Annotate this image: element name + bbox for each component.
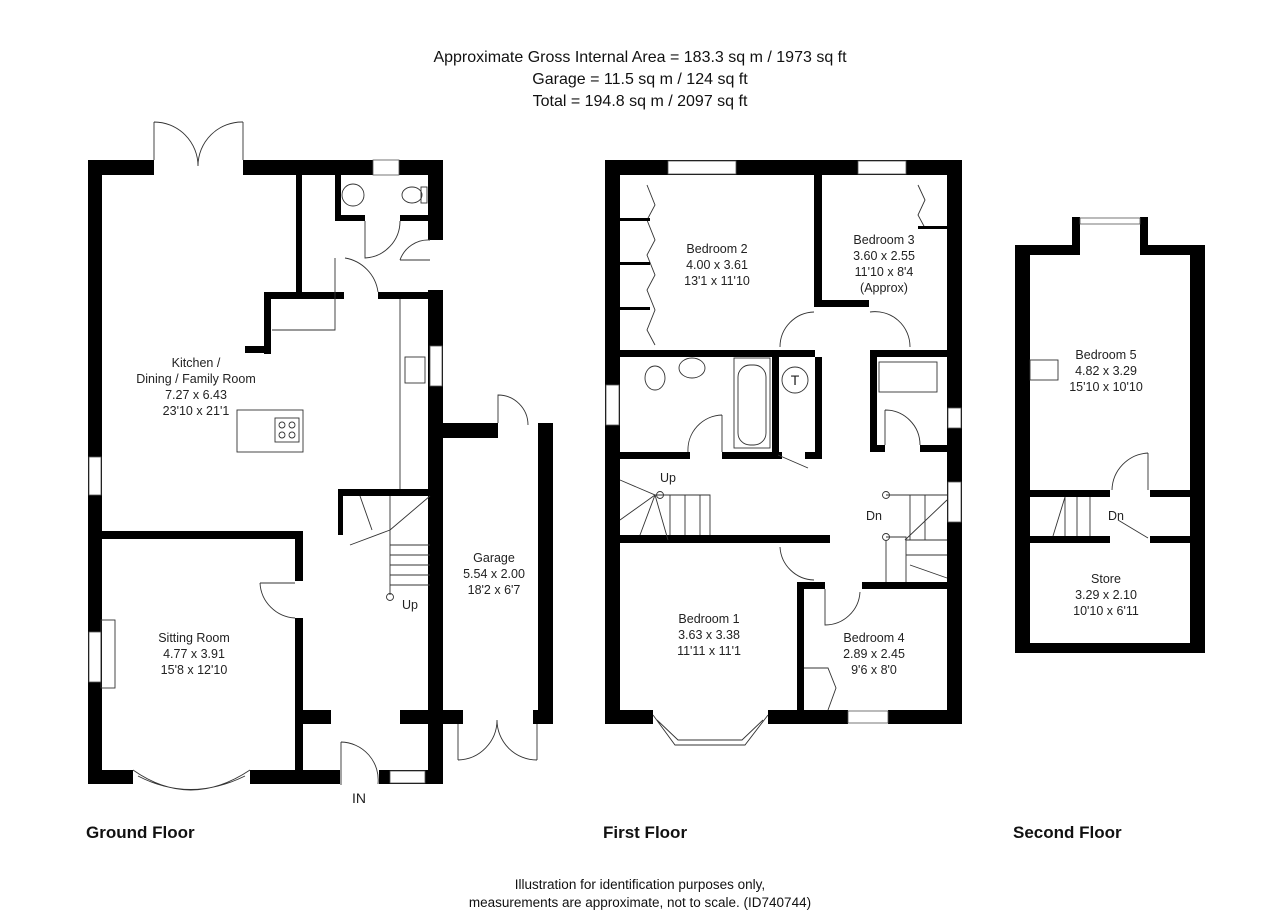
room-metric: 2.89 x 2.45 xyxy=(843,647,905,661)
disclaimer: Illustration for identification purposes… xyxy=(0,876,1280,912)
first-floor-label: First Floor xyxy=(603,823,688,842)
room-name: Bedroom 3 xyxy=(853,233,914,247)
room-name: Garage xyxy=(473,551,515,565)
room-imperial: 11'10 x 8'4 xyxy=(855,265,914,279)
tank-label: T xyxy=(791,372,800,388)
total-area-line: Total = 194.8 sq m / 2097 sq ft xyxy=(532,93,748,110)
room-metric: 7.27 x 6.43 xyxy=(165,388,227,402)
room-metric: 4.00 x 3.61 xyxy=(686,258,748,272)
second-floor-label: Second Floor xyxy=(1013,823,1122,842)
ground-floor-label: Ground Floor xyxy=(86,823,195,842)
room-imperial: 18'2 x 6'7 xyxy=(468,583,521,597)
garage-area-line: Garage = 11.5 sq m / 124 sq ft xyxy=(532,71,748,88)
room-garage: Garage 5.54 x 2.00 18'2 x 6'7 xyxy=(463,551,525,597)
second-floor-plan: Dn xyxy=(1015,217,1205,653)
stairs-down-label: Dn xyxy=(866,509,882,523)
room-metric: 3.60 x 2.55 xyxy=(853,249,915,263)
room-name: Bedroom 1 xyxy=(678,612,739,626)
room-imperial: 13'1 x 11'10 xyxy=(684,274,750,288)
room-metric: 3.63 x 3.38 xyxy=(678,628,740,642)
disclaimer-line-2: measurements are approximate, not to sca… xyxy=(468,895,812,910)
room-name: Dining / Family Room xyxy=(136,372,255,386)
room-imperial: 23'10 x 21'1 xyxy=(163,404,230,418)
first-floor-plan: T Up Dn xyxy=(605,160,962,746)
area-summary-line: Approximate Gross Internal Area = 183.3 … xyxy=(433,49,847,66)
room-metric: 4.77 x 3.91 xyxy=(163,647,225,661)
second-stairs-down-label: Dn xyxy=(1108,509,1124,523)
room-imperial: 15'10 x 10'10 xyxy=(1069,380,1143,394)
room-metric: 3.29 x 2.10 xyxy=(1075,588,1137,602)
room-bedroom-2: Bedroom 2 4.00 x 3.61 13'1 x 11'10 xyxy=(684,242,750,288)
room-kitchen: Kitchen / Dining / Family Room 7.27 x 6.… xyxy=(136,356,255,418)
room-metric: 4.82 x 3.29 xyxy=(1075,364,1137,378)
room-bedroom-1: Bedroom 1 3.63 x 3.38 11'11 x 11'1 xyxy=(677,612,741,658)
stairs-up-label: Up xyxy=(660,471,676,485)
room-bedroom-5: Bedroom 5 4.82 x 3.29 15'10 x 10'10 xyxy=(1069,348,1143,394)
room-name: Sitting Room xyxy=(158,631,230,645)
room-name: Bedroom 2 xyxy=(686,242,747,256)
room-imperial: 10'10 x 6'11 xyxy=(1073,604,1139,618)
room-bedroom-3: Bedroom 3 3.60 x 2.55 11'10 x 8'4 (Appro… xyxy=(853,233,915,295)
room-name: Kitchen / xyxy=(172,356,221,370)
room-bedroom-4: Bedroom 4 2.89 x 2.45 9'6 x 8'0 xyxy=(843,631,905,677)
entrance-label: IN xyxy=(352,790,366,806)
room-sitting-room: Sitting Room 4.77 x 3.91 15'8 x 12'10 xyxy=(158,631,230,677)
room-imperial: 11'11 x 11'1 xyxy=(677,644,741,658)
room-note: (Approx) xyxy=(860,281,908,295)
room-imperial: 9'6 x 8'0 xyxy=(851,663,897,677)
ground-stairs-up-label: Up xyxy=(402,598,418,612)
room-name: Bedroom 5 xyxy=(1075,348,1136,362)
room-name: Bedroom 4 xyxy=(843,631,904,645)
ground-floor-plan xyxy=(88,121,553,791)
room-name: Store xyxy=(1091,572,1121,586)
disclaimer-line-1: Illustration for identification purposes… xyxy=(514,877,766,892)
room-store: Store 3.29 x 2.10 10'10 x 6'11 xyxy=(1073,572,1139,618)
room-imperial: 15'8 x 12'10 xyxy=(161,663,228,677)
room-metric: 5.54 x 2.00 xyxy=(463,567,525,581)
